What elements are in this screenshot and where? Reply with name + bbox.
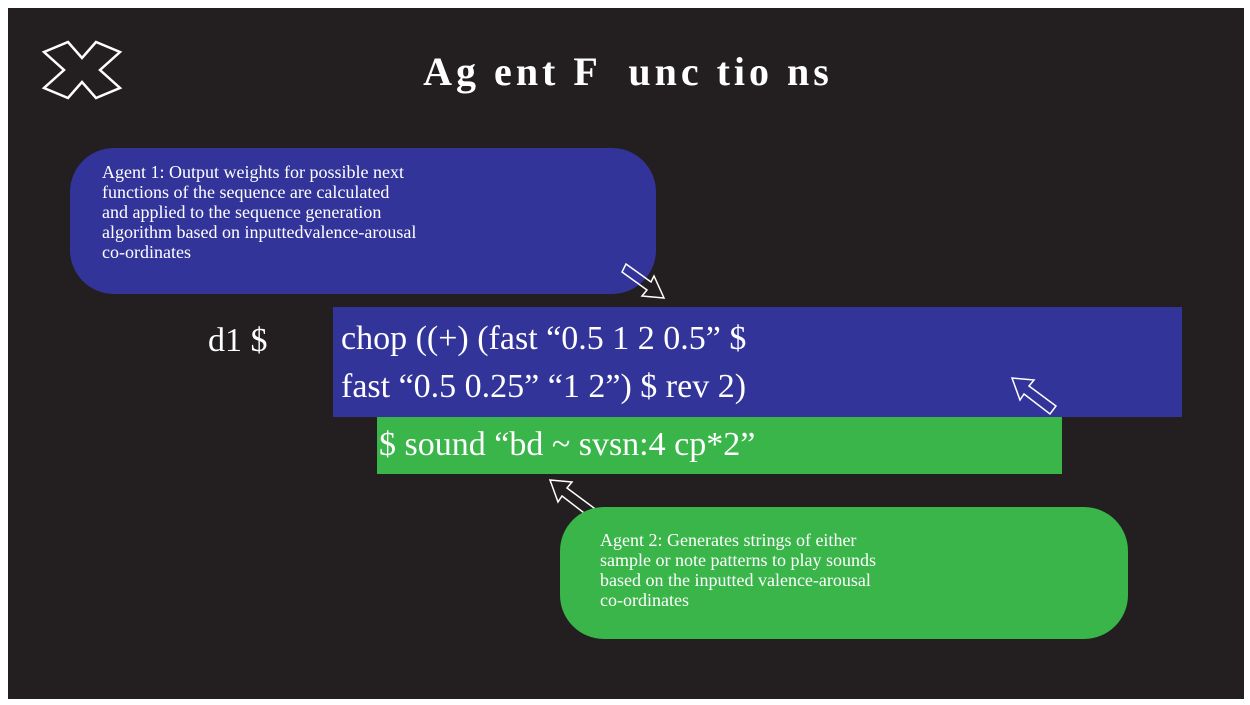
agent2-text: Agent 2: Generates strings of either sam… [600, 530, 876, 610]
slide: Ag ent F unc tio ns Agent 1: Output weig… [8, 8, 1244, 699]
code-prefix: d1 $ [208, 322, 268, 359]
functions-code-text: chop ((+) (fast “0.5 1 2 0.5” $ fast “0.… [341, 320, 747, 405]
functions-code-block: chop ((+) (fast “0.5 1 2 0.5” $ fast “0.… [333, 307, 1182, 417]
arrow-up-left-icon [1010, 377, 1058, 416]
sound-code-text: $ sound “bd ~ svsn:4 cp*2” [379, 426, 756, 463]
agent1-text: Agent 1: Output weights for possible nex… [102, 162, 417, 262]
agent2-callout: Agent 2: Generates strings of either sam… [560, 507, 1128, 639]
slide-title: Ag ent F unc tio ns [423, 49, 833, 94]
crossed-logo-icon [41, 40, 123, 100]
sound-code-block: $ sound “bd ~ svsn:4 cp*2” [377, 417, 1062, 474]
agent1-callout: Agent 1: Output weights for possible nex… [70, 148, 656, 294]
arrow-down-right-icon [621, 262, 666, 299]
